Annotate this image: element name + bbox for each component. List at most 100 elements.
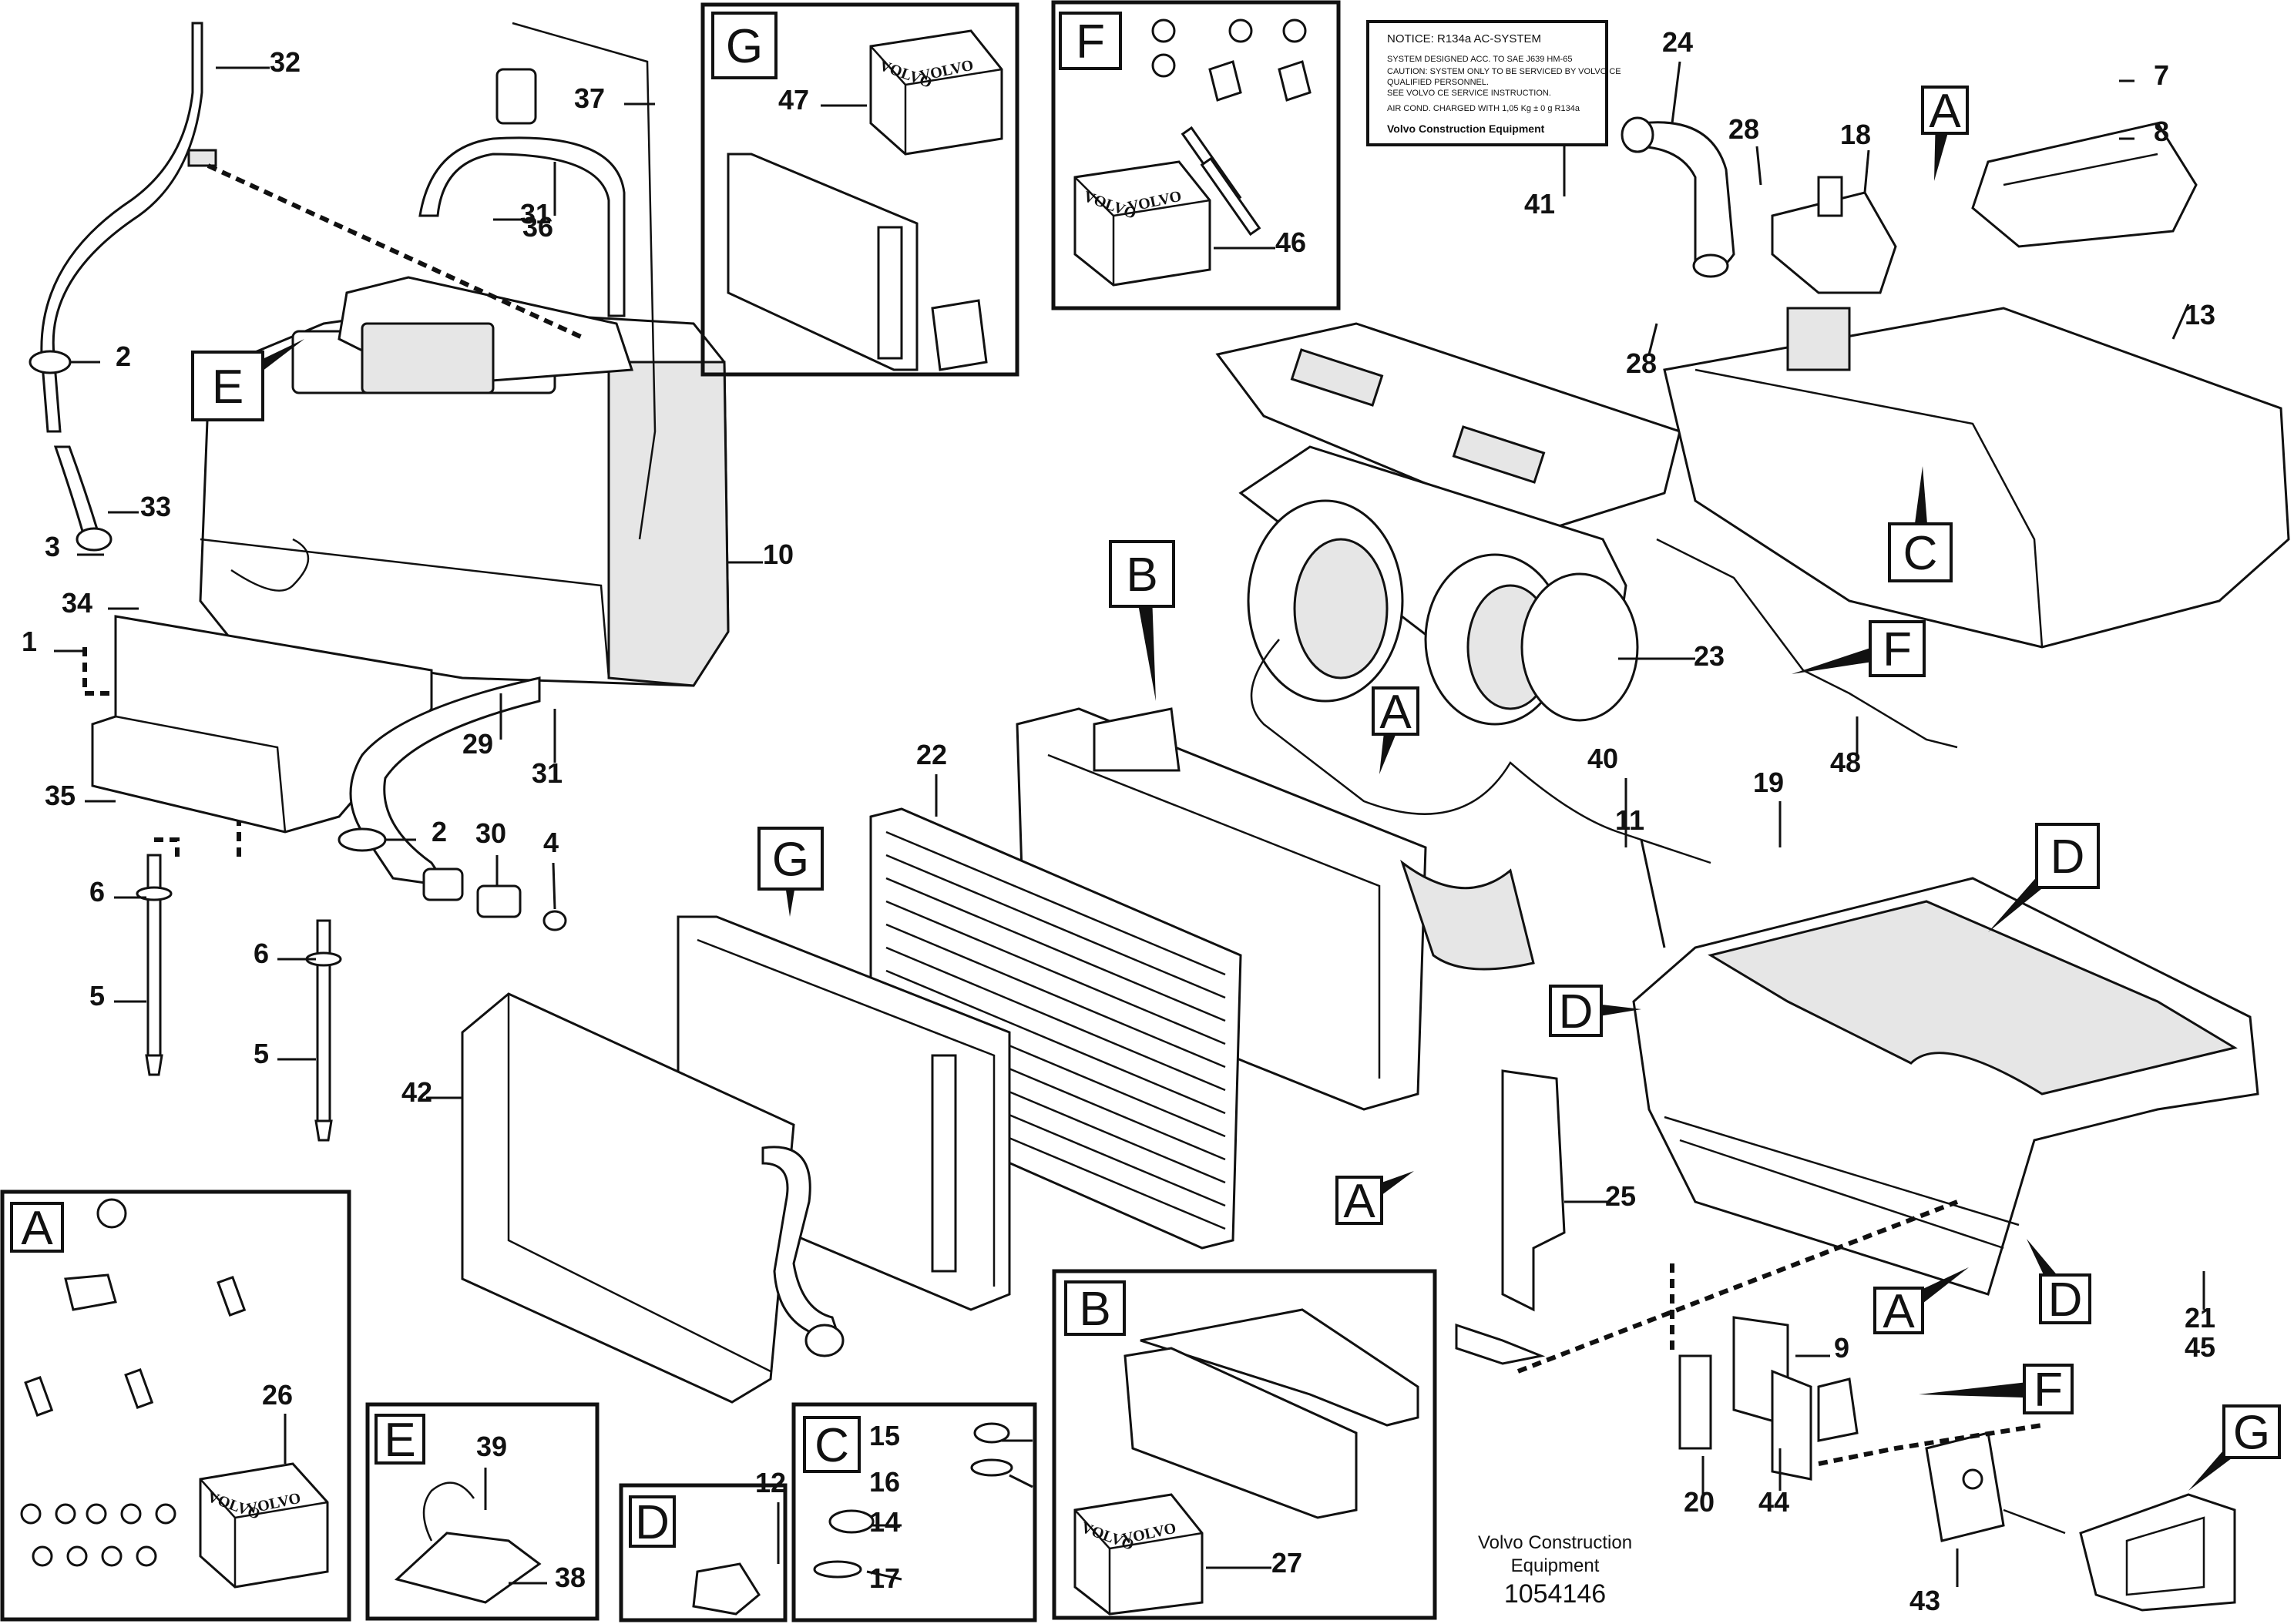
callout-leader (1640, 839, 1666, 948)
section-letter-text: D (2050, 830, 2085, 884)
blower-23 (1238, 445, 1639, 726)
dashed-connector (1818, 1423, 2043, 1466)
hose-24 (1621, 116, 1735, 278)
section-letter-text: A (1343, 1175, 1375, 1228)
section-letter-text: F (1883, 623, 1912, 676)
inset-f (1051, 0, 1341, 310)
callout-number: 41 (1524, 188, 1555, 220)
section-letter-text: E (384, 1414, 415, 1467)
callout-number: 15 (869, 1420, 900, 1451)
section-letter-text: D (1559, 985, 1594, 1038)
callout-number: 26 (262, 1379, 293, 1411)
callout-leader (1671, 61, 1681, 124)
callout-number: 18 (1840, 119, 1871, 150)
section-letter-f: F (1059, 12, 1122, 70)
drawing-number: 1054146 (1504, 1579, 1606, 1609)
section-letter-g: G (2188, 1404, 2281, 1491)
inset-d (619, 1483, 788, 1622)
bracket-34 (91, 615, 433, 834)
callout-number: 14 (869, 1506, 900, 1538)
callout-number: 42 (401, 1076, 432, 1108)
drawing-footer: Volvo Construction Equipment 1054146 (1478, 1532, 1632, 1609)
callout-number: 20 (1684, 1486, 1715, 1518)
dashed-connector (1516, 1200, 1959, 1374)
inset-g-parts (727, 153, 988, 371)
expansion-valve-43 (1925, 1431, 2066, 1542)
inset-b-parts (1123, 1308, 1419, 1519)
callout-number: 7 (2154, 59, 2169, 91)
callout-number: 16 (869, 1466, 900, 1498)
callout-number: 5 (254, 1038, 269, 1069)
inset-d-parts (692, 1562, 761, 1616)
callout-number: 48 (1830, 747, 1861, 778)
callout-leader (1863, 149, 1870, 193)
inset-a-parts (20, 1198, 247, 1567)
callout-number: 1 (22, 626, 37, 657)
callout-number: 28 (1626, 347, 1657, 379)
callout-number: 6 (89, 876, 105, 908)
callout-number: 13 (2185, 299, 2215, 331)
section-letter-b: B (1109, 540, 1175, 701)
section-letter-text: B (1126, 549, 1157, 602)
callout-number: 39 (476, 1431, 507, 1462)
section-letter-text: G (772, 834, 809, 887)
label-line: SYSTEM DESIGNED ACC. TO SAE J639 HM-65 (1387, 55, 1572, 64)
section-letter-a: A (1372, 686, 1419, 774)
callout-number: 2 (432, 816, 447, 847)
hose-36-37 (418, 22, 657, 540)
callout-number: 28 (1728, 113, 1759, 145)
inset-a (0, 1189, 351, 1622)
section-letter-text: F (1076, 15, 1105, 69)
label-footer: Volvo Construction Equipment (1387, 122, 1545, 135)
section-letter-text: G (2233, 1407, 2270, 1460)
section-letter-text: A (1379, 686, 1412, 739)
hvac-unit-10 (199, 276, 730, 687)
seal-g (2079, 1493, 2236, 1612)
callout-number: 9 (1834, 1332, 1849, 1364)
section-letter-c: C (1888, 466, 1953, 582)
callout-number: 34 (62, 587, 92, 619)
valve-18 (1771, 176, 1897, 294)
screw-5-left (136, 854, 173, 1076)
callout-layer: 1223455667891011121314151617181920212223… (22, 26, 2215, 1616)
callout-leader (866, 1570, 902, 1581)
inset-e (365, 1402, 600, 1621)
bracket-25 (1455, 1069, 1566, 1365)
callout-number: 5 (89, 980, 105, 1012)
cable-48 (1656, 538, 1958, 749)
kit-box-27: VOLVO VOLVO (1073, 1493, 1204, 1616)
label-title: NOTICE: R134a AC-SYSTEM (1387, 32, 1541, 45)
label-line: QUALIFIED PERSONNEL. (1387, 78, 1489, 87)
blower-cable (1250, 639, 1711, 864)
callout-number: 24 (1662, 26, 1693, 58)
callout-number: 12 (755, 1467, 786, 1498)
kit-box-47: VOLVO VOLVO (869, 29, 1003, 156)
notice-label-41: NOTICE: R134a AC-SYSTEM SYSTEM DESIGNED … (1366, 20, 1621, 146)
section-letter-d: D (1549, 985, 1641, 1038)
inset-g (700, 2, 1019, 377)
callout-number: 29 (462, 728, 493, 760)
callout-number: 19 (1753, 767, 1784, 798)
cover-13 (1663, 122, 2290, 649)
section-letter-text: C (1903, 527, 1938, 580)
section-letter-f: F (1919, 1364, 2074, 1417)
pipe-32 (29, 22, 217, 552)
section-letter-e: E (374, 1414, 425, 1467)
callout-number: 22 (916, 739, 947, 770)
inset-e-parts (394, 1481, 542, 1604)
section-letter-text: A (1929, 85, 1961, 138)
callout-leader (2171, 304, 2190, 340)
section-letter-c: C (803, 1416, 861, 1473)
section-letter-f: F (1792, 620, 1926, 677)
callout-leader (1755, 146, 1762, 186)
section-letter-text: A (21, 1202, 53, 1255)
callout-number: 10 (763, 539, 794, 570)
label-line: SEE VOLVO CE SERVICE INSTRUCTION. (1387, 89, 1551, 98)
callout-number: 8 (2154, 116, 2169, 147)
callout-number: 32 (270, 46, 301, 78)
callout-number: 21 (2185, 1302, 2215, 1334)
section-letter-text: A (1883, 1285, 1915, 1338)
section-letter-text: D (2048, 1273, 2083, 1327)
